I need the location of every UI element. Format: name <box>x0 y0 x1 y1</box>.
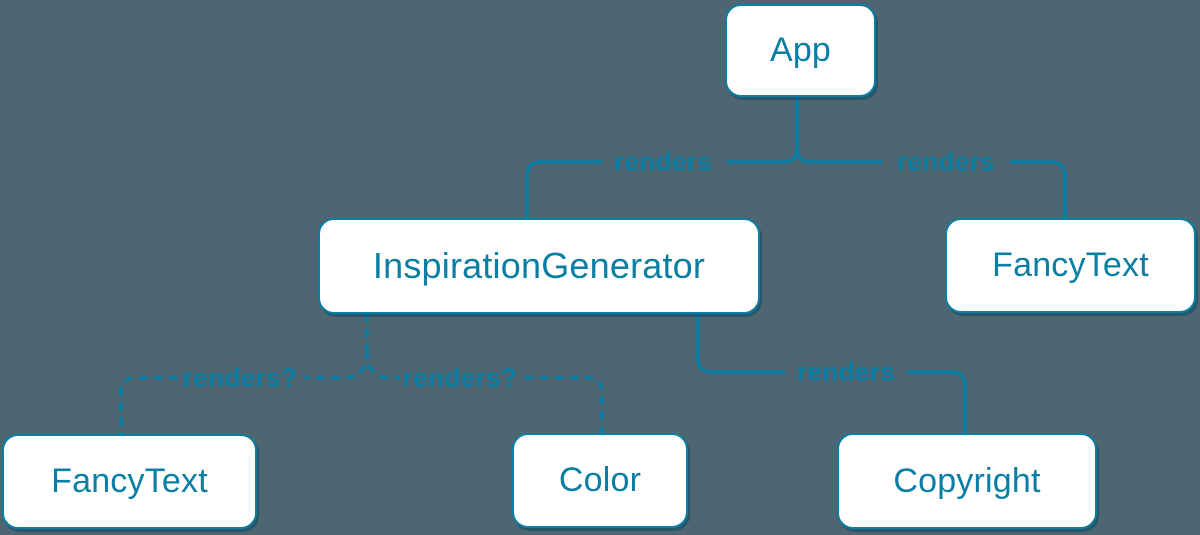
edge-label-app-fancytext: renders <box>896 146 996 177</box>
node-copyright: Copyright <box>837 433 1097 529</box>
edge-label-inspirationgenerator-copyright: renders <box>796 356 896 387</box>
edge-inspirationgenerator-color <box>365 350 604 435</box>
node-inspiration-generator: InspirationGenerator <box>318 218 760 314</box>
edge-line <box>795 147 883 164</box>
edge-line <box>525 160 603 220</box>
edge-label-app-inspirationgenerator: renders <box>613 146 713 177</box>
edge-label-inspirationgenerator-color: renders? <box>402 362 518 393</box>
edge-app-fancytext <box>795 147 1067 220</box>
node-color: Color <box>512 433 688 528</box>
edge-line <box>304 350 369 380</box>
edge-label-inspirationgenerator-fancytext: renders? <box>182 362 298 393</box>
edge-line <box>1009 160 1067 220</box>
node-app: App <box>725 4 876 97</box>
node-fancy-text-bottom: FancyText <box>2 434 257 529</box>
edge-line <box>524 376 604 435</box>
edge-inspirationgenerator-copyright <box>696 313 967 435</box>
edge-line <box>906 370 967 435</box>
node-fancy-text-top: FancyText <box>945 218 1196 313</box>
edge-line <box>696 313 786 374</box>
edge-line <box>365 350 400 380</box>
edge-line <box>119 376 178 436</box>
edge-line <box>726 147 799 164</box>
